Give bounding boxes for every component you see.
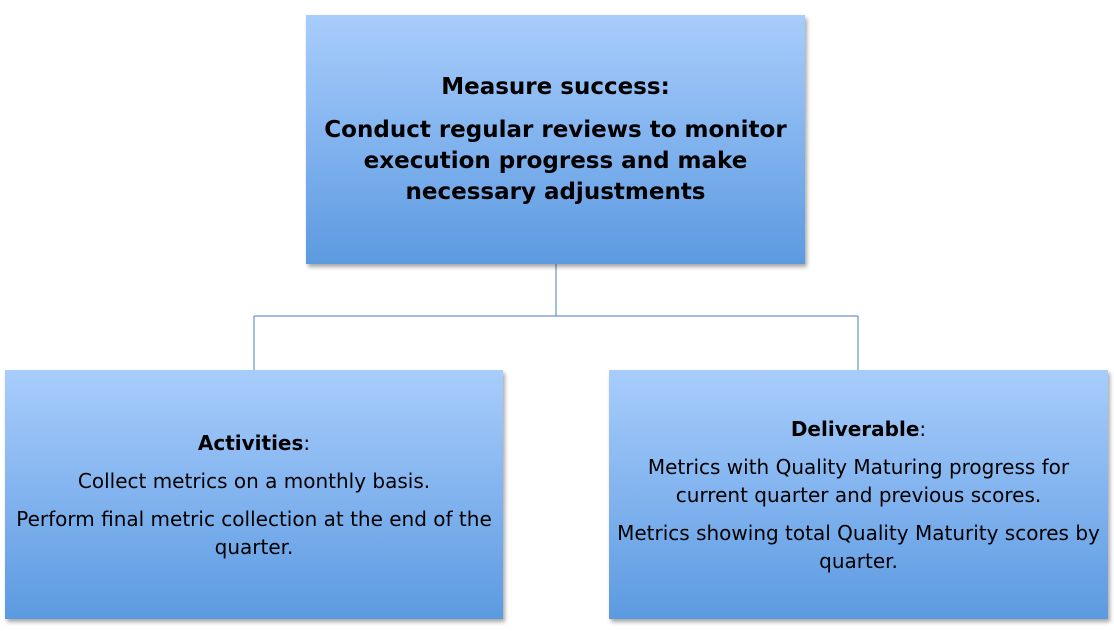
activities-box: Activities: Collect metrics on a monthly… bbox=[5, 370, 503, 619]
deliverable-item-1: Metrics with Quality Maturing progress f… bbox=[647, 454, 1070, 507]
deliverable-box: Deliverable: Metrics with Quality Maturi… bbox=[609, 370, 1108, 619]
activities-item-2: Perform final metric collection at the e… bbox=[16, 506, 492, 559]
deliverable-heading-colon: : bbox=[919, 416, 927, 441]
measure-success-heading: Measure success: bbox=[441, 73, 670, 100]
measure-success-box: Measure success: Conduct regular reviews… bbox=[306, 15, 805, 264]
deliverable-heading-line: Deliverable: bbox=[791, 415, 926, 443]
activities-heading-line: Activities: bbox=[198, 429, 310, 457]
activities-item-1: Collect metrics on a monthly basis. bbox=[77, 468, 431, 493]
activities-heading: Activities bbox=[197, 430, 304, 455]
activities-heading-colon: : bbox=[303, 430, 311, 455]
measure-success-description: Conduct regular reviews to monitor execu… bbox=[324, 116, 787, 205]
deliverable-item-2: Metrics showing total Quality Maturity s… bbox=[617, 520, 1100, 573]
deliverable-heading: Deliverable bbox=[790, 416, 920, 441]
